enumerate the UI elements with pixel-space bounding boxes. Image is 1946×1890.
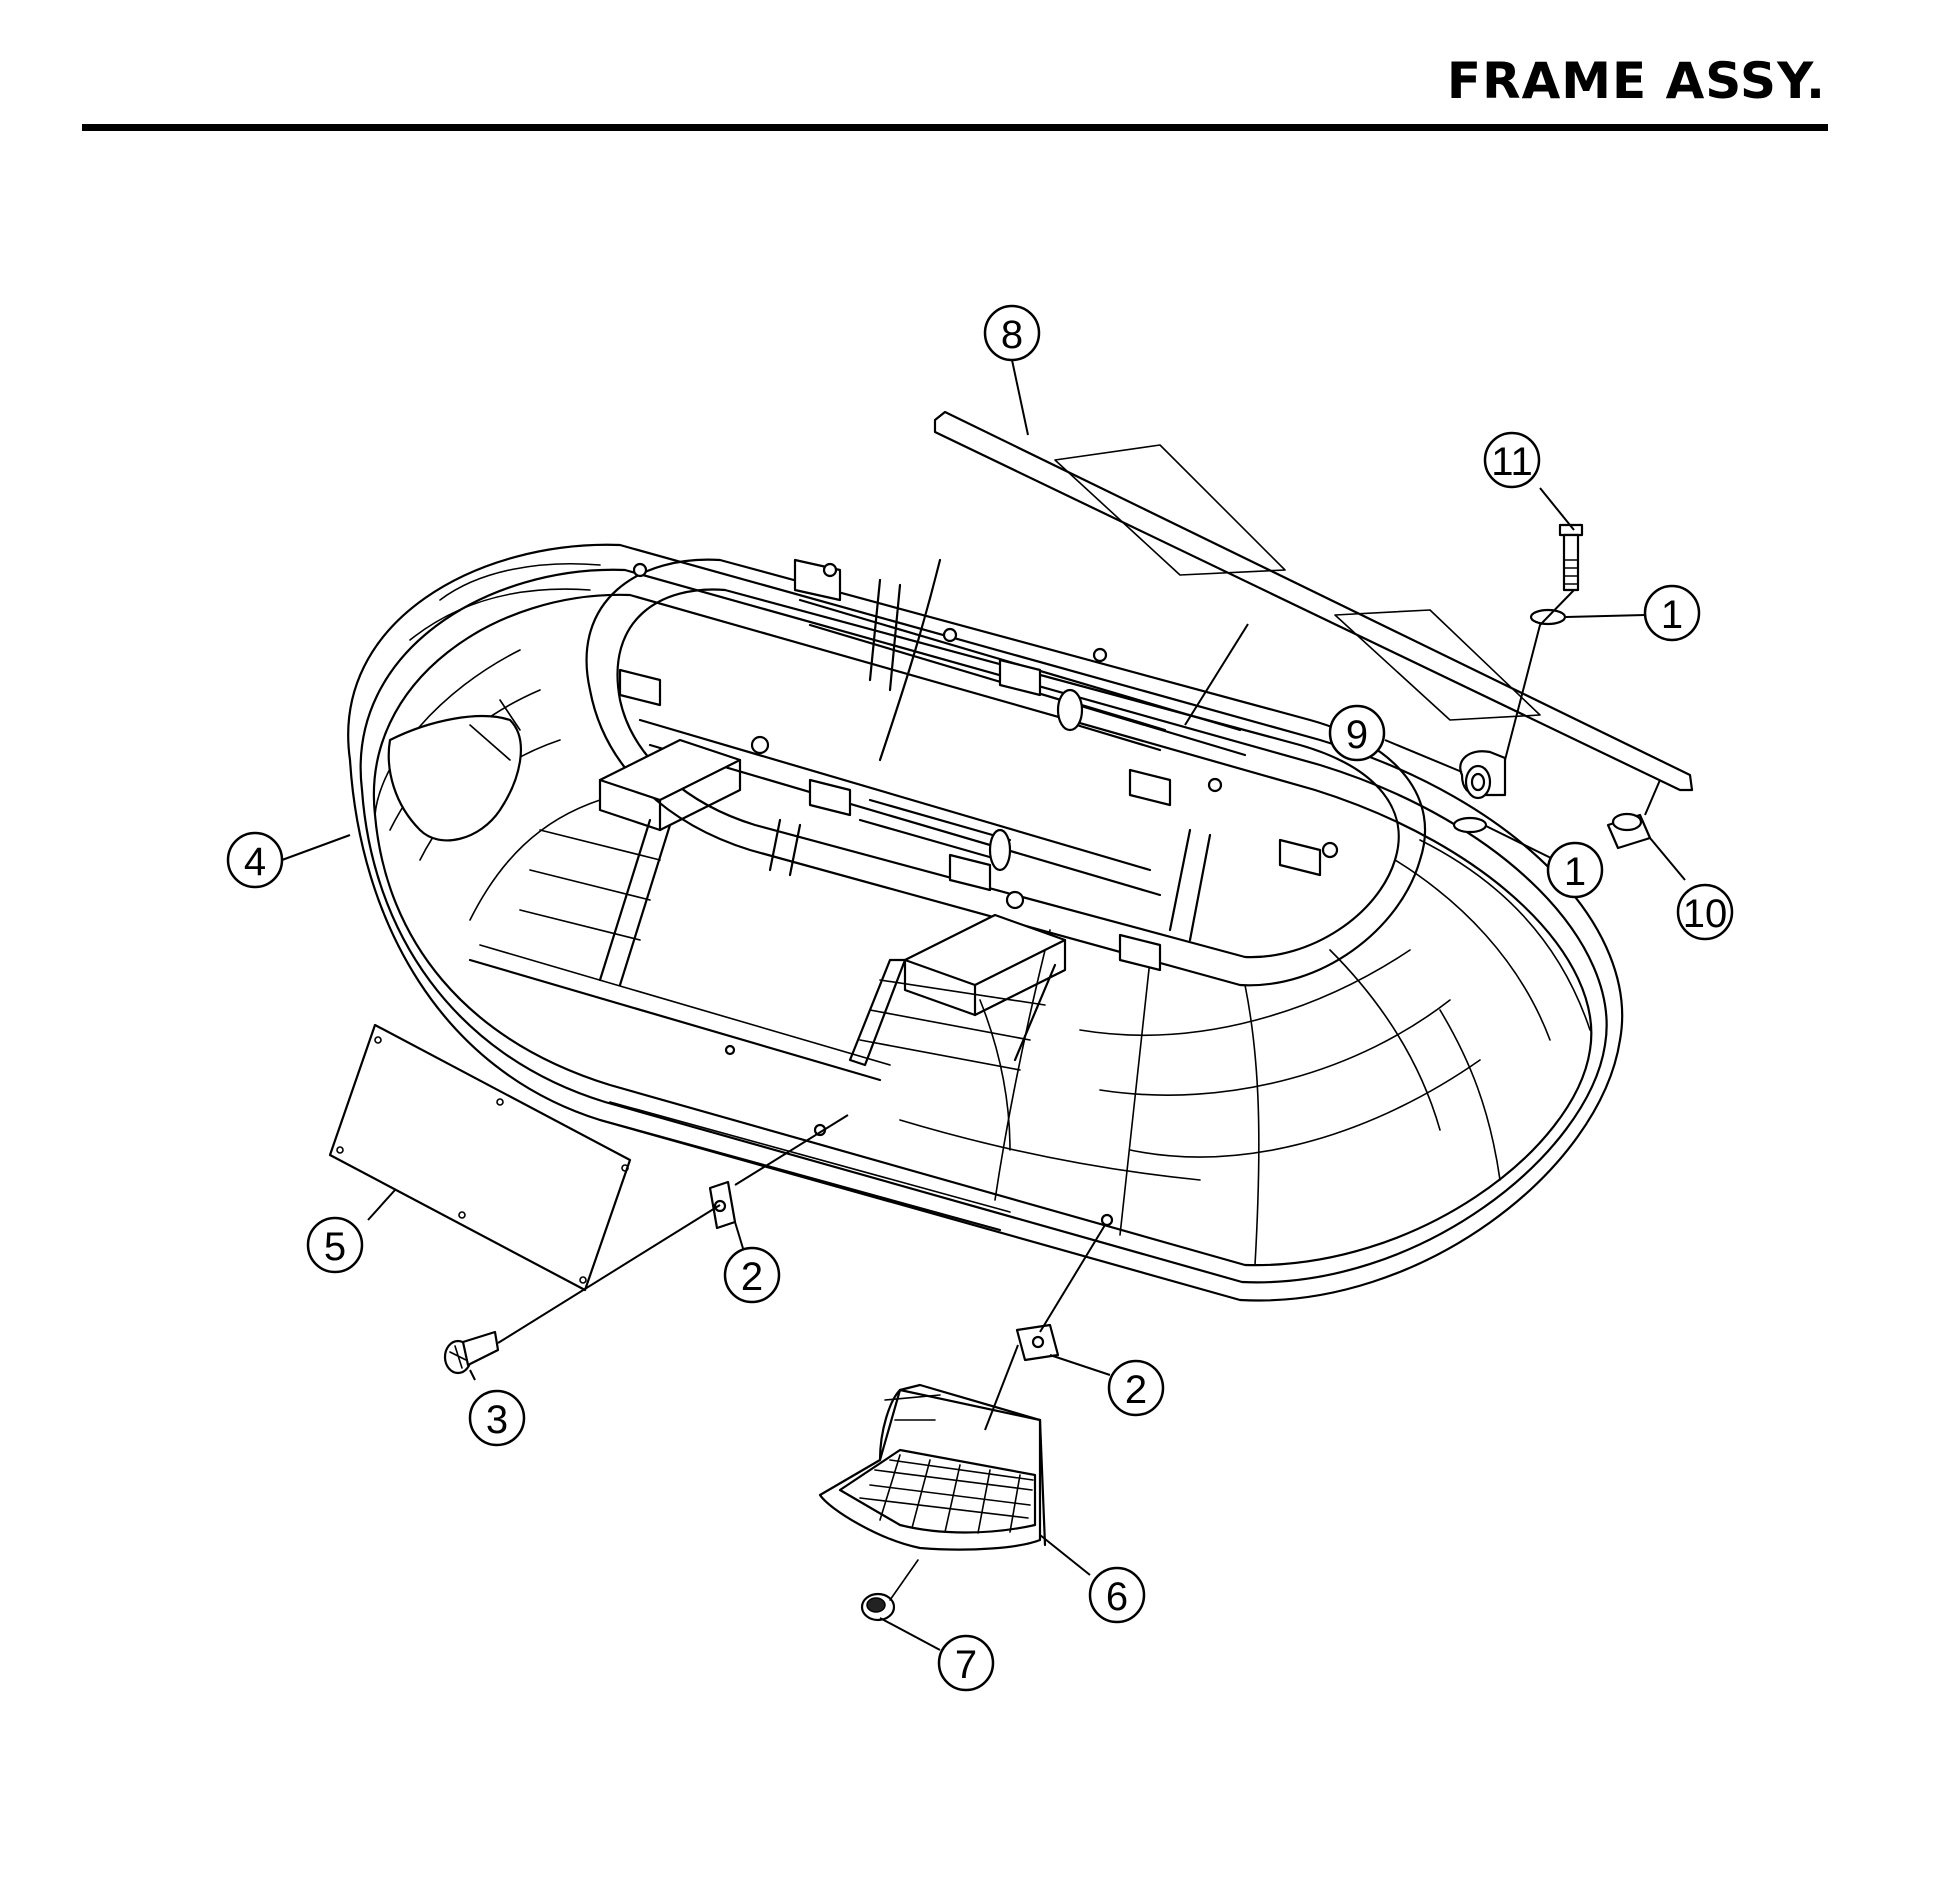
callout-11-label: 11 bbox=[1491, 440, 1533, 484]
cover-plate-part-8 bbox=[933, 410, 1694, 792]
callout-4-label: 4 bbox=[244, 840, 266, 884]
plug-part-7 bbox=[860, 1559, 919, 1622]
cage-frame-part-4 bbox=[347, 543, 1624, 1302]
step-part-6 bbox=[818, 1383, 1047, 1551]
callout-10-label: 10 bbox=[1683, 892, 1728, 936]
callout-2-left-label: 2 bbox=[741, 1255, 763, 1299]
callout-7: 7 bbox=[937, 1634, 995, 1692]
callout-1-lower-label: 1 bbox=[1564, 850, 1586, 894]
screw-part-3 bbox=[443, 1330, 500, 1375]
clip-nut-part-2-left bbox=[708, 1180, 737, 1230]
clip-nut-part-2-right bbox=[1015, 1323, 1060, 1362]
callout-2-right-label: 2 bbox=[1125, 1368, 1147, 1412]
callout-3: 3 bbox=[468, 1389, 526, 1447]
title-rule bbox=[82, 124, 1828, 131]
callout-7-label: 7 bbox=[955, 1643, 977, 1687]
callout-8-label: 8 bbox=[1001, 313, 1023, 357]
page-title: FRAME ASSY. bbox=[1446, 52, 1826, 110]
callout-4: 4 bbox=[226, 831, 284, 889]
callout-5-label: 5 bbox=[324, 1225, 346, 1269]
callout-11: 11 bbox=[1483, 431, 1541, 489]
washer-part-1-lower bbox=[1452, 816, 1488, 834]
bumper-part-10 bbox=[1606, 812, 1652, 850]
callout-10: 10 bbox=[1676, 883, 1734, 941]
bolt-part-11 bbox=[1558, 523, 1584, 592]
callout-1-upper-label: 1 bbox=[1661, 593, 1683, 637]
leader-lines bbox=[281, 359, 1686, 1651]
callout-8: 8 bbox=[983, 304, 1041, 362]
callout-2-left: 2 bbox=[723, 1246, 781, 1304]
roller-part-9 bbox=[1459, 750, 1507, 800]
callout-1-lower: 1 bbox=[1546, 841, 1604, 899]
callout-9: 9 bbox=[1328, 704, 1386, 762]
callout-1-upper: 1 bbox=[1643, 584, 1701, 642]
panel-plate-part-5 bbox=[328, 1023, 632, 1292]
callout-2-right: 2 bbox=[1107, 1359, 1165, 1417]
callout-5: 5 bbox=[306, 1216, 364, 1274]
callout-6-label: 6 bbox=[1106, 1575, 1128, 1619]
callout-6: 6 bbox=[1088, 1566, 1146, 1624]
callout-3-label: 3 bbox=[486, 1398, 508, 1442]
callout-9-label: 9 bbox=[1346, 713, 1368, 757]
